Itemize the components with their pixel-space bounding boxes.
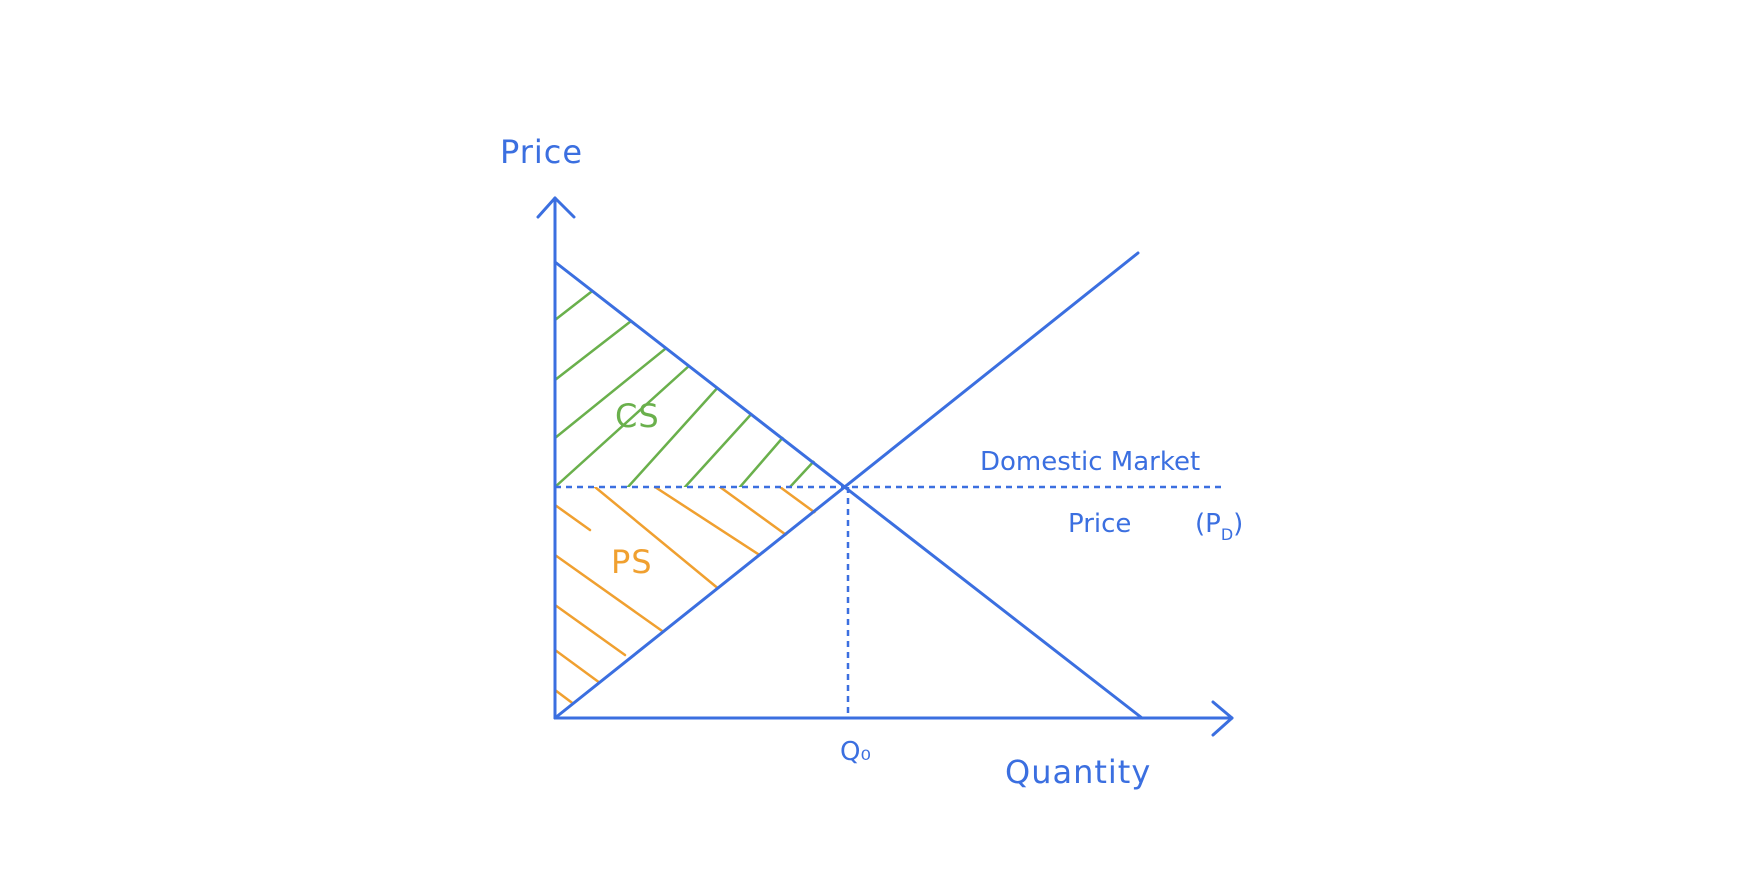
y-axis-label: Price [500, 133, 583, 171]
consumer-surplus-label: CS [615, 397, 660, 435]
x-axis-label: Quantity [1005, 753, 1151, 791]
domestic-market-label: Domestic Market [980, 447, 1200, 477]
equilibrium-quantity-label: Q₀ [840, 737, 871, 767]
consumer-surplus-hatch [555, 283, 817, 487]
producer-surplus-label: PS [611, 543, 653, 581]
y-axis-arrowhead [536, 196, 576, 219]
producer-surplus-hatch [555, 487, 827, 707]
supply-curve [553, 251, 1140, 720]
x-axis-arrowhead [1211, 700, 1234, 737]
axes [536, 196, 1234, 737]
price-label: Price [1068, 509, 1131, 539]
price-symbol-label: (PD) [1195, 509, 1243, 544]
